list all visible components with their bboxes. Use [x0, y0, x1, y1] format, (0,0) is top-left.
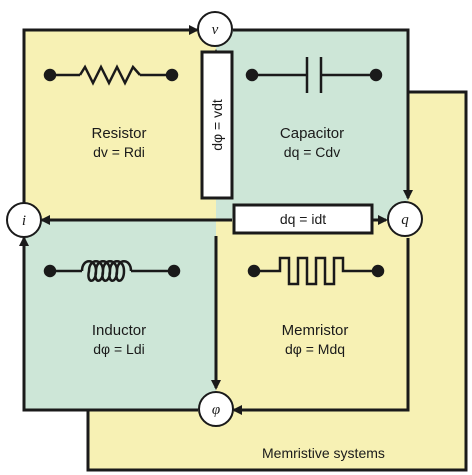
capacitor-equation: dq = Cdv — [284, 144, 340, 160]
resistor-symbol — [43, 64, 179, 86]
memristive-systems-label: Memristive systems — [262, 445, 385, 461]
capacitor-title: Capacitor — [280, 125, 344, 142]
node-v: v — [197, 11, 233, 47]
node-v-label: v — [212, 22, 219, 38]
memristor-title: Memristor — [282, 322, 349, 339]
inductor-symbol — [43, 260, 181, 282]
memristor-equation: dφ = Mdq — [285, 341, 345, 357]
node-i-label: i — [22, 213, 26, 229]
phi-v-relation-box — [200, 50, 234, 200]
capacitor-quadrant — [216, 30, 408, 220]
inductor-title: Inductor — [92, 322, 146, 339]
node-phi-label: φ — [212, 402, 220, 418]
resistor-title: Resistor — [91, 125, 146, 142]
memristor-symbol — [247, 256, 385, 286]
inductor-quadrant — [24, 220, 216, 410]
node-q-label: q — [401, 212, 409, 228]
resistor-equation: dv = Rdi — [93, 144, 145, 160]
inductor-equation: dφ = Ldi — [93, 341, 145, 357]
node-q: q — [387, 201, 423, 237]
capacitor-symbol — [245, 57, 383, 93]
phi-v-relation-label: dφ = vdt — [209, 99, 225, 151]
q-i-relation-label: dq = idt — [280, 211, 326, 227]
node-i: i — [6, 202, 42, 238]
memristor-quadrant — [216, 220, 408, 410]
node-phi: φ — [198, 391, 234, 427]
resistor-quadrant — [24, 30, 216, 220]
q-i-relation-box — [232, 203, 374, 235]
outer-flow-lines — [19, 25, 413, 415]
